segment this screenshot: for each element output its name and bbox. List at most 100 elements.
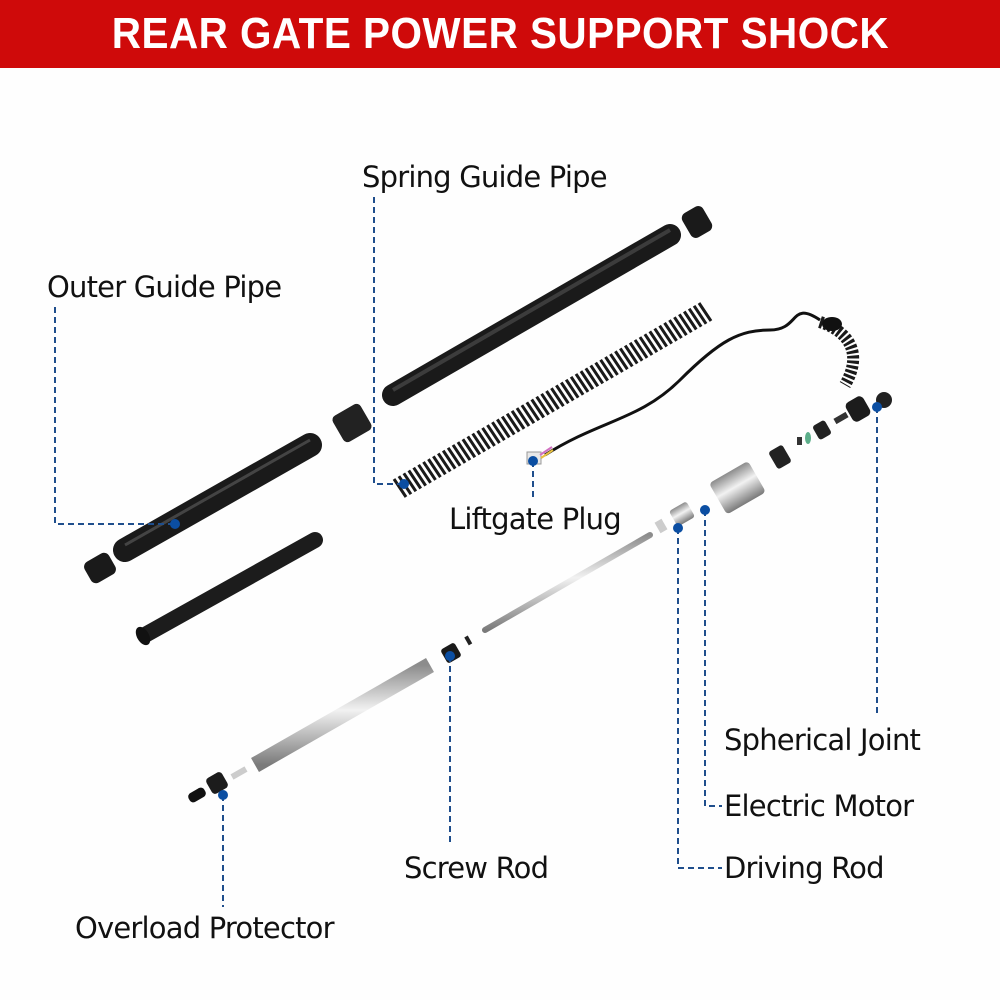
driving-rod-coupler	[669, 502, 695, 526]
spring-coil	[648, 330, 664, 351]
spring-coil	[668, 319, 683, 339]
overload-protector-assembly	[188, 766, 248, 803]
spring-coil	[525, 401, 541, 422]
spring-coil	[555, 384, 570, 405]
spring-coil	[594, 361, 609, 382]
spring-coil	[446, 446, 462, 467]
spring-coil	[422, 461, 437, 481]
spring-coil	[471, 432, 486, 453]
label-overload-protector: Overload Protector	[75, 911, 335, 945]
spring-coil	[441, 449, 457, 470]
dot-outer-guide-pipe	[170, 519, 180, 529]
outer-guide-pipe	[84, 433, 322, 584]
spring-coil	[540, 393, 555, 413]
spring-coil	[476, 429, 491, 450]
label-electric-motor: Electric Motor	[724, 789, 914, 823]
spring-coil	[574, 373, 590, 393]
spring-coil	[500, 415, 516, 436]
spring-coil	[481, 427, 496, 447]
dot-liftgate-plug	[528, 456, 538, 466]
spring-coil	[584, 367, 600, 388]
spring-coil	[392, 478, 408, 498]
leader-electric-motor	[704, 510, 722, 807]
pipe-end-cap	[681, 206, 713, 238]
spring-coil	[505, 412, 521, 433]
spring-coil	[486, 424, 501, 444]
spring-coil	[692, 305, 708, 325]
spring-coil	[643, 333, 659, 354]
spring-coil	[515, 407, 531, 427]
dot-spring-guide-pipe	[399, 479, 409, 489]
spherical-joint-housing	[845, 396, 871, 422]
overload-protector	[206, 772, 228, 794]
spring-guide-pipe	[382, 206, 713, 406]
dot-screw-rod	[445, 651, 455, 661]
spring	[392, 302, 713, 498]
spring-coil	[619, 347, 634, 368]
leader-lines	[54, 197, 878, 907]
motor-assembly	[654, 392, 892, 534]
label-spherical-joint: Spherical Joint	[724, 723, 921, 757]
spring-coil	[461, 438, 477, 459]
spring-coil	[609, 353, 624, 373]
spring-coil	[564, 378, 580, 399]
driving-rod	[482, 532, 653, 633]
spring-coil	[663, 322, 678, 342]
screw-rod	[251, 658, 434, 772]
spring-coil	[614, 350, 629, 371]
spring-coil	[604, 356, 619, 376]
spring-coil	[682, 310, 698, 331]
dot-overload-protector	[218, 790, 228, 800]
spring-coil	[496, 418, 511, 439]
spring-coil	[407, 469, 423, 490]
label-liftgate-plug: Liftgate Plug	[449, 502, 622, 536]
spring-coil	[535, 395, 550, 416]
pipe-coupling	[332, 403, 372, 443]
spring-coil	[545, 390, 560, 410]
spring-coil	[432, 455, 447, 476]
title-banner: REAR GATE POWER SUPPORT SHOCK	[0, 0, 1000, 68]
spring-coil	[491, 421, 506, 442]
leader-driving-rod	[677, 528, 722, 869]
spring-coil	[412, 466, 427, 487]
spring-coil	[678, 313, 693, 334]
spring-coil	[437, 452, 452, 473]
spring-coil	[658, 324, 673, 345]
spring-coil	[510, 410, 526, 430]
outer-pipe-end-cap	[84, 552, 116, 584]
spring-coil	[687, 307, 703, 328]
label-driving-rod: Driving Rod	[724, 851, 885, 885]
electric-motor	[710, 462, 765, 514]
spring-coil	[402, 472, 418, 493]
label-spring-guide-pipe: Spring Guide Pipe	[362, 160, 608, 194]
leader-spring-guide-pipe	[373, 197, 404, 485]
dot-driving-rod	[673, 523, 683, 533]
leader-dots	[170, 402, 882, 800]
spring-coil	[589, 364, 605, 385]
liftgate-cable	[526, 311, 860, 465]
spring-coil	[623, 344, 639, 365]
leader-outer-guide-pipe	[54, 307, 175, 525]
spring-coil	[451, 444, 467, 464]
spring-coil	[560, 381, 575, 402]
spring-coil	[456, 441, 472, 461]
label-outer-guide-pipe: Outer Guide Pipe	[47, 270, 282, 304]
spring-coil	[579, 370, 595, 390]
spring-coil	[466, 435, 482, 456]
spring-coil	[569, 375, 585, 396]
spring-coil	[697, 302, 713, 322]
dot-electric-motor	[700, 505, 710, 515]
dot-spherical-joint	[872, 402, 882, 412]
spring-coil	[417, 463, 432, 484]
spring-coil	[530, 398, 545, 419]
spring-coil	[520, 404, 536, 425]
inner-pipe	[135, 532, 323, 646]
spring-coil	[633, 339, 649, 359]
spring-coil	[599, 358, 614, 379]
spring-coil	[427, 458, 442, 478]
label-screw-rod: Screw Rod	[404, 851, 549, 885]
spring-coil	[550, 387, 565, 407]
spring-coil	[638, 336, 654, 356]
spring-coil	[628, 341, 644, 362]
